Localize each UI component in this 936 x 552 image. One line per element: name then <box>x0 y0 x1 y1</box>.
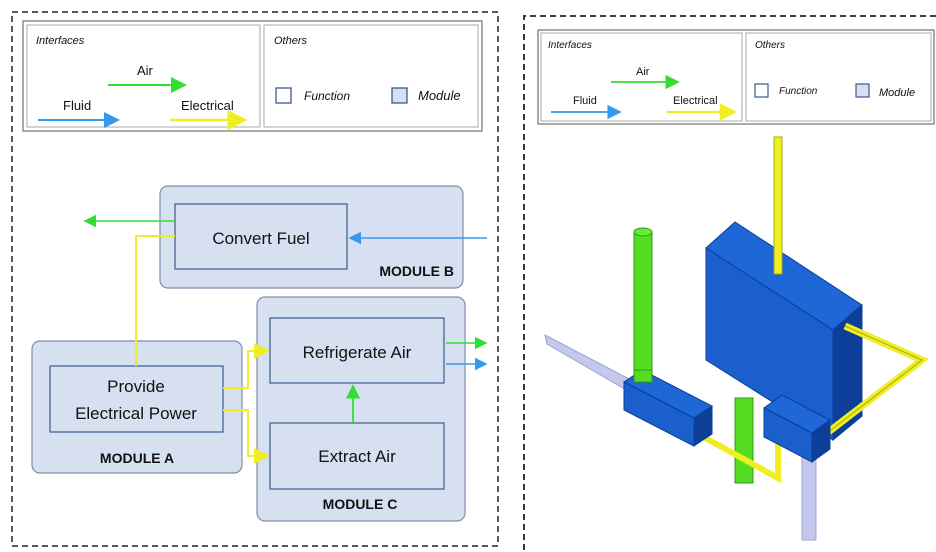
module-b-label: MODULE B <box>379 263 454 279</box>
model-3d <box>544 136 929 541</box>
big-block-side <box>832 303 863 442</box>
function-legend-swatch <box>275 87 292 104</box>
green-pipe-top <box>633 227 653 237</box>
extract-air-label: Extract Air <box>318 447 396 466</box>
module-legend-swatch <box>391 87 408 104</box>
lavender-pipe-down <box>801 447 817 541</box>
fluid-label-3d: Fluid <box>573 95 597 107</box>
electrical-flow-to-extract <box>223 409 270 464</box>
right-panel-border <box>523 15 936 550</box>
refrigerate-air-function <box>269 317 445 384</box>
small-block-left-side <box>693 405 713 447</box>
electrical-flow-to-refrigerate <box>223 343 270 389</box>
function-label: Function <box>304 89 350 103</box>
others-title: Others <box>274 35 308 47</box>
interfaces-title: Interfaces <box>36 35 85 47</box>
green-pipe-lower <box>734 397 754 484</box>
legend-right: Interfaces Others Air Fluid Electrical F… <box>537 29 935 125</box>
legend-left: Interfaces Others Air Fluid Electrical F… <box>22 20 483 132</box>
module-c-label: MODULE C <box>323 496 398 512</box>
yellow-pipe-top <box>773 136 783 275</box>
function-legend-swatch-3d <box>754 83 769 98</box>
others-title-3d: Others <box>755 40 785 51</box>
provide-power-label-line2: Electrical Power <box>75 404 197 423</box>
provide-power-label-line1: Provide <box>107 377 165 396</box>
electrical-label-3d: Electrical <box>673 95 718 107</box>
convert-fuel-label: Convert Fuel <box>212 229 309 248</box>
provide-power-function <box>49 365 224 433</box>
electrical-label: Electrical <box>181 98 234 113</box>
left-panel-border <box>11 11 499 547</box>
green-pipe-collar <box>633 369 653 383</box>
convert-fuel-function <box>174 203 348 270</box>
interfaces-title-3d: Interfaces <box>548 40 592 51</box>
module-label: Module <box>418 88 461 103</box>
lavender-pipe-left <box>544 334 634 392</box>
yellow-loop-right-edge <box>817 325 923 441</box>
green-pipe-tall <box>633 231 653 381</box>
module-a-label: MODULE A <box>100 450 174 466</box>
small-block-right-side <box>811 419 831 463</box>
electrical-flow-provide-to-convert <box>135 235 175 366</box>
air-label-3d: Air <box>636 66 650 78</box>
function-label-3d: Function <box>779 86 818 97</box>
module-label-3d: Module <box>879 87 915 99</box>
fluid-label: Fluid <box>63 98 91 113</box>
air-label: Air <box>137 63 154 78</box>
module-legend-swatch-3d <box>855 83 870 98</box>
extract-air-function <box>269 422 445 490</box>
refrigerate-air-label: Refrigerate Air <box>303 343 412 362</box>
